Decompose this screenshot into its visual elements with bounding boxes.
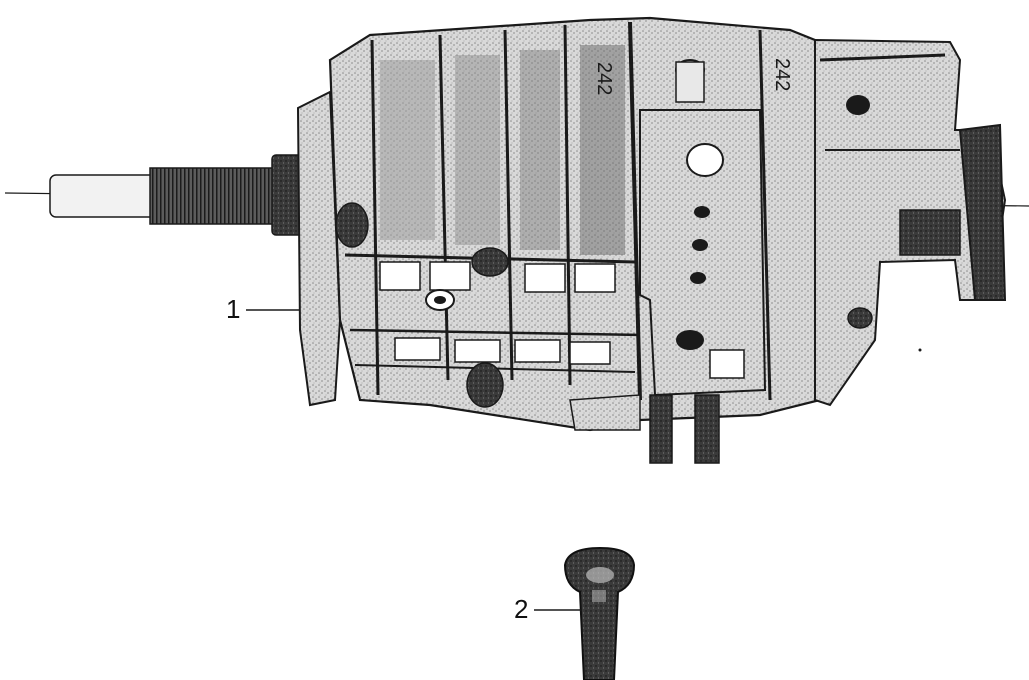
shift-rods xyxy=(466,362,720,464)
shift-selector-housing xyxy=(639,59,767,397)
callout-2-label: 2 xyxy=(514,594,529,624)
print-speck xyxy=(918,348,922,352)
front-bearing-retainer xyxy=(296,90,342,407)
housing-mark-rear: 242 xyxy=(771,58,793,91)
callout-1-label: 1 xyxy=(226,294,241,324)
rear-extension-housing xyxy=(814,38,1007,407)
input-shaft xyxy=(49,154,303,236)
housing-mark-front: 242 xyxy=(593,62,615,95)
gear-lever xyxy=(563,546,636,680)
